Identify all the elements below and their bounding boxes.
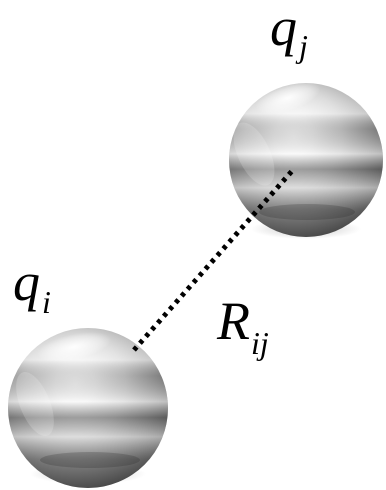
distance-dotted-line bbox=[132, 169, 294, 352]
charge-j-sphere bbox=[229, 81, 383, 239]
charge-i-label: qi bbox=[13, 252, 51, 320]
charge-j-label: qj bbox=[270, 0, 308, 64]
charge-i-sphere bbox=[8, 328, 168, 488]
distance-label: Rij bbox=[216, 291, 269, 361]
